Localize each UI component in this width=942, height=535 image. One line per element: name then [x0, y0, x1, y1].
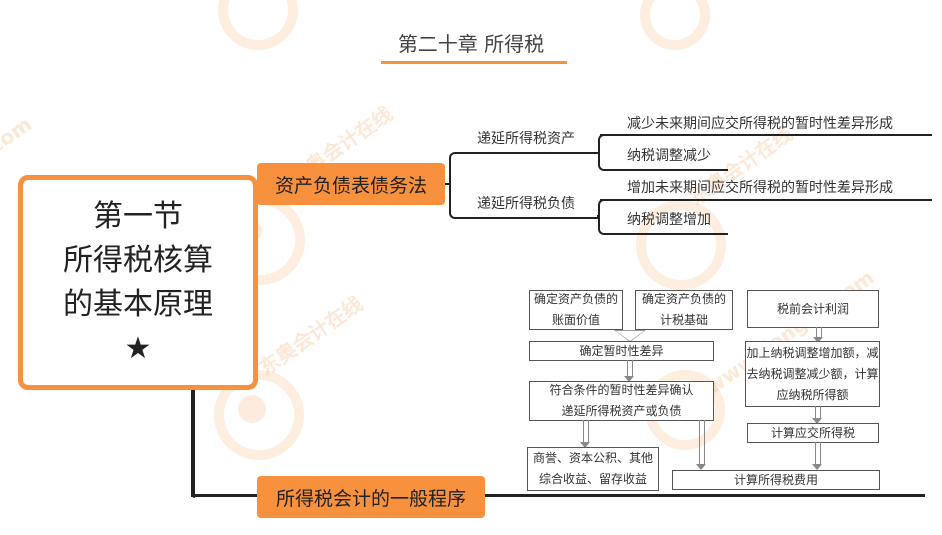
flow-temp-diff: 确定暂时性差异 — [529, 341, 714, 361]
merge-arrow-icon — [614, 330, 646, 342]
page-title: 第二十章 所得税 — [397, 32, 545, 56]
topic-label: 资产负债表债务法 — [274, 174, 427, 197]
flow-arrow-icon — [813, 327, 823, 343]
flow-equity: 商誉、资本公积、其他综合收益、留存收益 — [527, 447, 659, 491]
underline-asset-detail — [600, 134, 932, 136]
watermark-text: 东奥会计在线 — [254, 291, 367, 380]
watermark-logo — [218, 0, 298, 50]
root-line: 的基本原理 — [63, 286, 213, 322]
watermark-logo — [214, 370, 304, 460]
detail-asset-reason[interactable]: 减少未来期间应交所得税的暂时性差异形成 — [627, 116, 893, 132]
bracket-topic1 — [449, 152, 599, 219]
flow-tax-base: 确定资产负债的计税基础 — [635, 290, 733, 330]
watermark-logo — [640, 0, 710, 50]
flow-arrow-icon — [812, 406, 822, 424]
flow-tax-payable: 计算应交所得税 — [747, 423, 879, 443]
connector-topic1 — [445, 183, 450, 185]
connector-root-to-topic2 — [191, 494, 257, 497]
subtopic-deferred-tax-liability[interactable]: 递延所得税负债 — [477, 196, 575, 212]
detail-liability-reason[interactable]: 增加未来期间应交所得税的暂时性差异形成 — [627, 180, 893, 196]
flow-adjust: 加上纳税调整增加额，减去纳税调整减少额，计算应纳税所得额 — [745, 341, 880, 407]
detail-asset-adjust[interactable]: 纳税调整减少 — [627, 148, 711, 164]
flow-arrow-icon — [624, 360, 634, 382]
flow-arrow-icon — [812, 442, 822, 470]
root-node[interactable]: 第一节 所得税核算 的基本原理 ★ — [18, 175, 258, 390]
underline-liability-detail — [600, 199, 932, 201]
topic-label: 所得税会计的一般程序 — [275, 487, 466, 510]
flow-book-value: 确定资产负债的账面价值 — [529, 290, 623, 330]
watermark-text: .com — [0, 111, 37, 163]
flow-arrow-icon — [580, 420, 590, 448]
flow-arrow-icon — [696, 420, 706, 470]
flow-recognize: 符合条件的暂时性差异确认递延所得税资产或负债 — [529, 381, 714, 421]
connector-root-vertical — [191, 385, 195, 498]
watermark-dot — [238, 395, 266, 423]
root-line: 第一节 — [93, 198, 183, 234]
flow-tax-expense: 计算所得税费用 — [672, 470, 880, 490]
flow-pretax-profit: 税前会计利润 — [747, 290, 879, 328]
watermark-logo — [636, 200, 726, 290]
subtopic-deferred-tax-asset[interactable]: 递延所得税资产 — [477, 131, 575, 147]
topic-general-procedure[interactable]: 所得税会计的一般程序 — [257, 476, 485, 518]
star-icon: ★ — [124, 330, 152, 366]
root-line: 所得税核算 — [63, 242, 213, 278]
detail-liability-adjust[interactable]: 纳税调整增加 — [627, 212, 711, 228]
title-underline — [381, 61, 567, 64]
topic-balance-sheet-method[interactable]: 资产负债表债务法 — [257, 163, 445, 205]
connector-topic2-right — [485, 494, 925, 497]
